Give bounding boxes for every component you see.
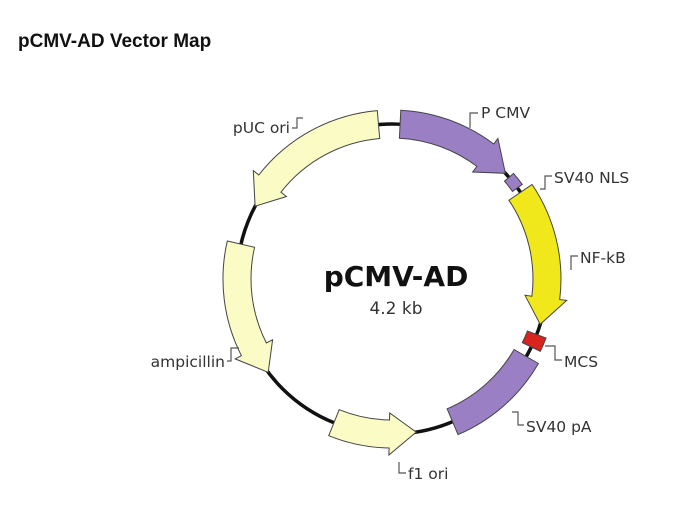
label-nf-kb: NF-kB	[580, 249, 626, 267]
feature-mcs	[521, 330, 547, 352]
label-sv40-nls: SV40 NLS	[554, 169, 629, 187]
leader-sv40-nls	[540, 175, 552, 190]
feature-sv40-nls	[503, 172, 524, 193]
label-mcs: MCS	[564, 353, 598, 371]
label-ampicillin: ampicillin	[151, 353, 225, 371]
label-puc-ori: pUC ori	[233, 119, 290, 137]
feature-ampicillin	[222, 240, 274, 374]
plasmid-name: pCMV-AD	[324, 260, 469, 293]
leader-ampicillin	[227, 347, 239, 362]
page-title: pCMV-AD Vector Map	[18, 31, 212, 52]
feature-f1-ori	[328, 409, 418, 457]
plasmid-size: 4.2 kb	[369, 299, 422, 319]
feature-nf-kb	[508, 183, 568, 326]
leader-f1-ori	[398, 462, 406, 474]
leader-puc-ori	[292, 117, 303, 129]
label-f1-ori: f1 ori	[408, 465, 448, 483]
label-p-cmv: P CMV	[481, 104, 530, 122]
feature-sv40-pa	[446, 348, 540, 436]
label-sv40-pa: SV40 pA	[526, 418, 592, 436]
leader-nf-kb	[570, 255, 578, 270]
leader-p-cmv	[469, 112, 478, 128]
leader-sv40-pa	[512, 411, 524, 426]
feature-p-cmv	[398, 109, 507, 174]
leader-mcs	[545, 345, 562, 361]
feature-puc-ori	[252, 110, 381, 207]
